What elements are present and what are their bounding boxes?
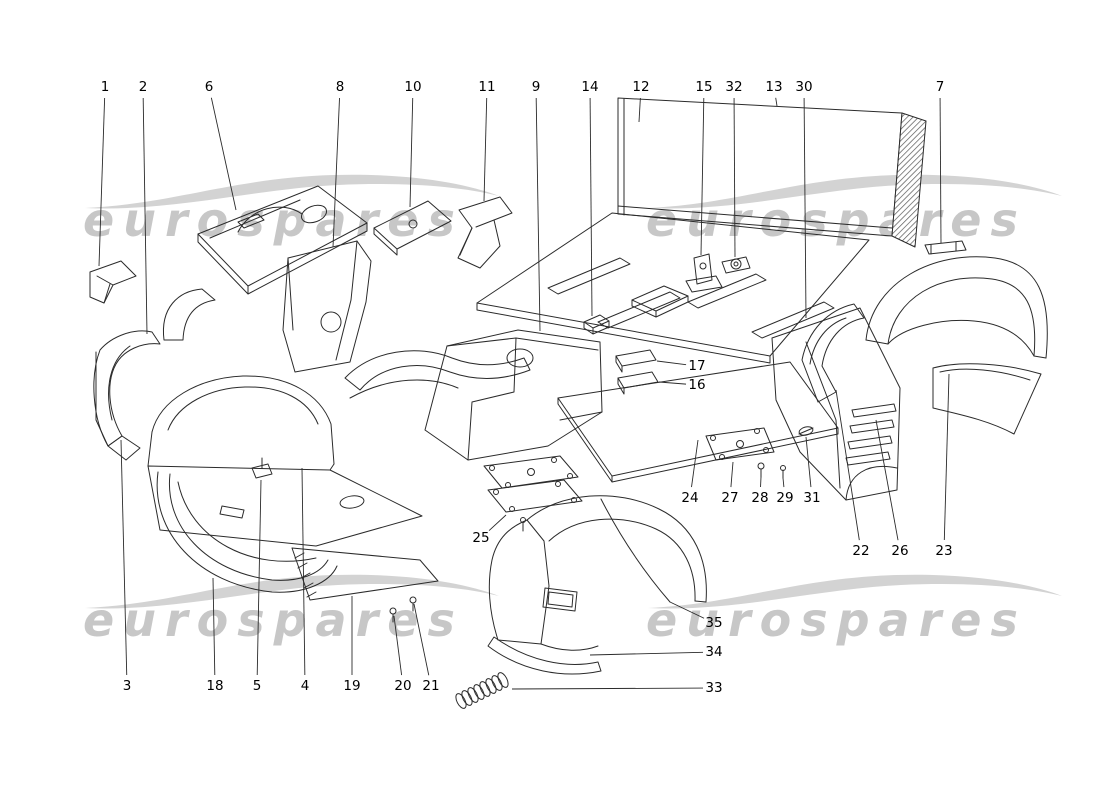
chassis-crossmember: [344, 350, 531, 399]
part-number-callout-2[interactable]: 2: [138, 79, 148, 95]
part-number-callout-8[interactable]: 8: [335, 79, 345, 95]
part-28-bolt: [757, 462, 765, 478]
part-number-callout-28[interactable]: 28: [751, 490, 769, 506]
part-number-callout-4[interactable]: 4: [300, 678, 310, 694]
part-number-callout-12[interactable]: 12: [632, 79, 650, 95]
watermark-eurospares-2: eurospares: [646, 170, 1076, 243]
part-number-callout-34[interactable]: 34: [705, 644, 723, 660]
part-number-callout-22[interactable]: 22: [852, 543, 870, 559]
part-number-callout-29[interactable]: 29: [776, 490, 794, 506]
part-number-callout-16[interactable]: 16: [688, 377, 706, 393]
part-8-vertical-panel: [282, 240, 372, 373]
part-20-screw: [389, 607, 397, 623]
part-9-firewall-panel: [424, 329, 603, 461]
part-13-rear-bulkhead-panel: [617, 97, 927, 248]
part-16-bracket: [617, 371, 659, 395]
part-15-hinge-bracket: [685, 253, 723, 293]
part-17-bracket: [615, 349, 657, 373]
rear-wheel-housing-right: [865, 256, 1048, 359]
part-14-small-bracket: [583, 314, 610, 335]
part-number-callout-3[interactable]: 3: [122, 678, 132, 694]
part-number-callout-5[interactable]: 5: [252, 678, 262, 694]
part-6-floor-panel: [197, 185, 368, 295]
part-21-screw: [409, 596, 417, 612]
part-number-callout-31[interactable]: 31: [803, 490, 821, 506]
part-number-callout-26[interactable]: 26: [891, 543, 909, 559]
part-1-corner-bracket: [89, 260, 137, 304]
part-23-splash-shield: [932, 363, 1042, 435]
watermark-text: eurospares: [646, 193, 1027, 247]
part-3-frame-base: [95, 351, 141, 461]
part-29-bolt: [780, 465, 786, 479]
watermark-swoosh-icon: [85, 574, 499, 609]
part-number-callout-23[interactable]: 23: [935, 543, 953, 559]
watermark-text: eurospares: [646, 593, 1027, 647]
part-22-pillar-frame: [801, 303, 865, 403]
part-number-callout-27[interactable]: 27: [721, 490, 739, 506]
part-number-callout-24[interactable]: 24: [681, 490, 699, 506]
part-25-cover-plates: [483, 455, 583, 532]
part-10-mounting-plate: [373, 200, 452, 256]
part-33-flexible-hose: [455, 672, 509, 709]
part-18-fender-arch: [156, 471, 338, 593]
part-number-callout-1[interactable]: 1: [100, 79, 110, 95]
part-number-callout-13[interactable]: 13: [765, 79, 783, 95]
part-4-wheelarch-assembly: [147, 375, 423, 562]
watermark-swoosh-icon: [85, 174, 499, 209]
part-number-callout-35[interactable]: 35: [705, 615, 723, 631]
part-number-callout-7[interactable]: 7: [935, 79, 945, 95]
part-number-callout-32[interactable]: 32: [725, 79, 743, 95]
part-number-callout-25[interactable]: 25: [472, 530, 490, 546]
part-number-callout-17[interactable]: 17: [688, 358, 706, 374]
part-number-callout-14[interactable]: 14: [581, 79, 599, 95]
part-number-callout-19[interactable]: 19: [343, 678, 361, 694]
part-5-bracket: [251, 457, 273, 479]
part-11-support-bracket: [457, 196, 513, 269]
part-number-callout-30[interactable]: 30: [795, 79, 813, 95]
part-27-cover-plate: [705, 427, 775, 461]
part-number-callout-20[interactable]: 20: [394, 678, 412, 694]
part-7-bracket: [924, 240, 967, 255]
part-34-closing-strip: [487, 636, 602, 675]
part-32-grommet-plate: [721, 256, 751, 274]
part-number-callout-11[interactable]: 11: [478, 79, 496, 95]
part-number-callout-9[interactable]: 9: [531, 79, 541, 95]
part-number-callout-18[interactable]: 18: [206, 678, 224, 694]
watermark-swoosh-icon: [648, 174, 1062, 209]
part-number-callout-15[interactable]: 15: [695, 79, 713, 95]
part-number-callout-6[interactable]: 6: [204, 79, 214, 95]
part-number-callout-33[interactable]: 33: [705, 680, 723, 696]
part-number-callout-21[interactable]: 21: [422, 678, 440, 694]
part-number-callout-10[interactable]: 10: [404, 79, 422, 95]
watermark-eurospares-4: eurospares: [646, 570, 1076, 643]
part-31-clip: [798, 426, 814, 436]
watermark-swoosh-icon: [648, 574, 1062, 609]
part-12-floor-panel: [476, 212, 870, 364]
